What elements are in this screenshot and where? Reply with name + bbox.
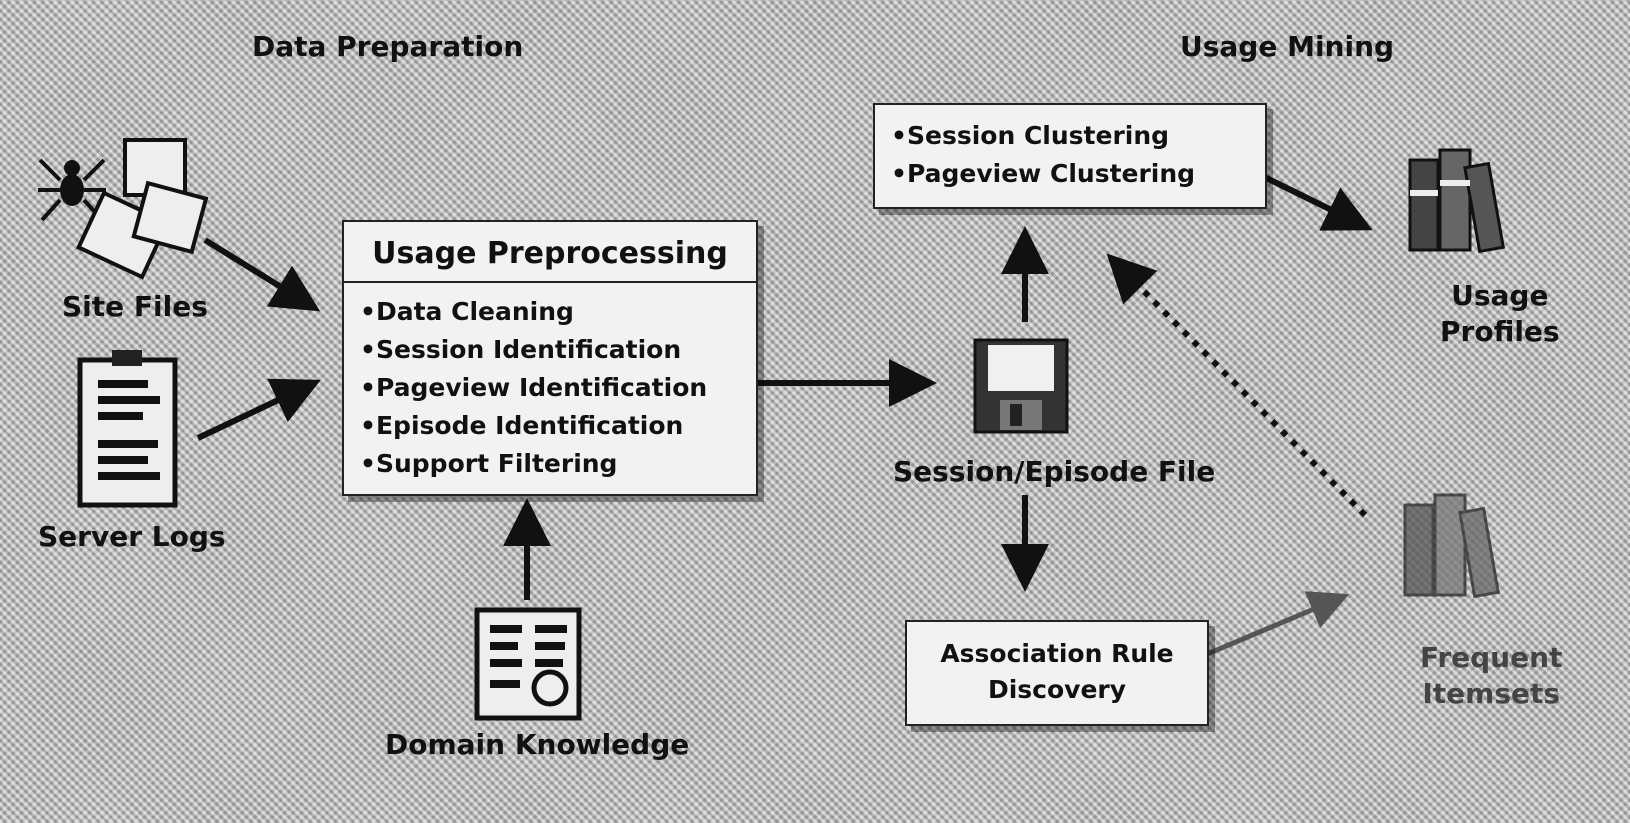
usage-profiles-line2: Profiles: [1440, 315, 1560, 348]
domain-knowledge-icon: [474, 607, 582, 721]
clustering-box: Session Clustering Pageview Clustering: [873, 103, 1267, 209]
association-rule-line2: Discovery: [987, 675, 1127, 704]
clustering-list: Session Clustering Pageview Clustering: [875, 105, 1265, 203]
usage-profiles-line1: Usage: [1451, 279, 1549, 312]
usage-profiles-label: Usage Profiles: [1440, 278, 1560, 350]
clustering-item: Session Clustering: [891, 117, 1249, 155]
usage-preprocessing-box: Usage Preprocessing Data Cleaning Sessio…: [342, 220, 758, 496]
arrow-server-logs-to-preprocessing: [196, 378, 321, 441]
section-title-data-preparation: Data Preparation: [252, 30, 524, 63]
clustering-item: Pageview Clustering: [891, 155, 1249, 193]
frequent-itemsets-books-icon: [1403, 493, 1501, 599]
frequent-itemsets-line1: Frequent: [1420, 641, 1563, 674]
section-title-usage-mining: Usage Mining: [1180, 30, 1395, 63]
preprocessing-step: Pageview Identification: [360, 369, 740, 407]
preprocessing-step: Episode Identification: [360, 407, 740, 445]
association-rule-box: Association Rule Discovery: [905, 620, 1209, 726]
association-rule-line1: Association Rule: [940, 639, 1174, 668]
arrow-association-to-frequent-itemsets: [1204, 591, 1350, 658]
site-files-label: Site Files: [62, 290, 208, 323]
spider-icon: [38, 158, 106, 222]
preprocessing-step: Session Identification: [360, 331, 740, 369]
server-logs-icon: [77, 350, 178, 508]
arrow-frequent-itemsets-to-clustering-dotted: [1106, 253, 1368, 518]
usage-preprocessing-title: Usage Preprocessing: [344, 222, 756, 283]
frequent-itemsets-line2: Itemsets: [1422, 677, 1561, 710]
site-files-icon: [75, 138, 209, 280]
frequent-itemsets-label: Frequent Itemsets: [1420, 640, 1562, 712]
server-logs-label: Server Logs: [38, 520, 226, 553]
arrow-site-files-to-preprocessing: [203, 237, 321, 312]
domain-knowledge-label: Domain Knowledge: [385, 728, 690, 761]
session-episode-file-label: Session/Episode File: [893, 455, 1216, 488]
preprocessing-steps-list: Data Cleaning Session Identification Pag…: [344, 283, 756, 493]
preprocessing-step: Data Cleaning: [360, 293, 740, 331]
floppy-disk-icon: [973, 338, 1069, 434]
association-rule-text: Association Rule Discovery: [907, 622, 1207, 708]
preprocessing-step: Support Filtering: [360, 445, 740, 483]
usage-profiles-books-icon: [1408, 148, 1506, 254]
